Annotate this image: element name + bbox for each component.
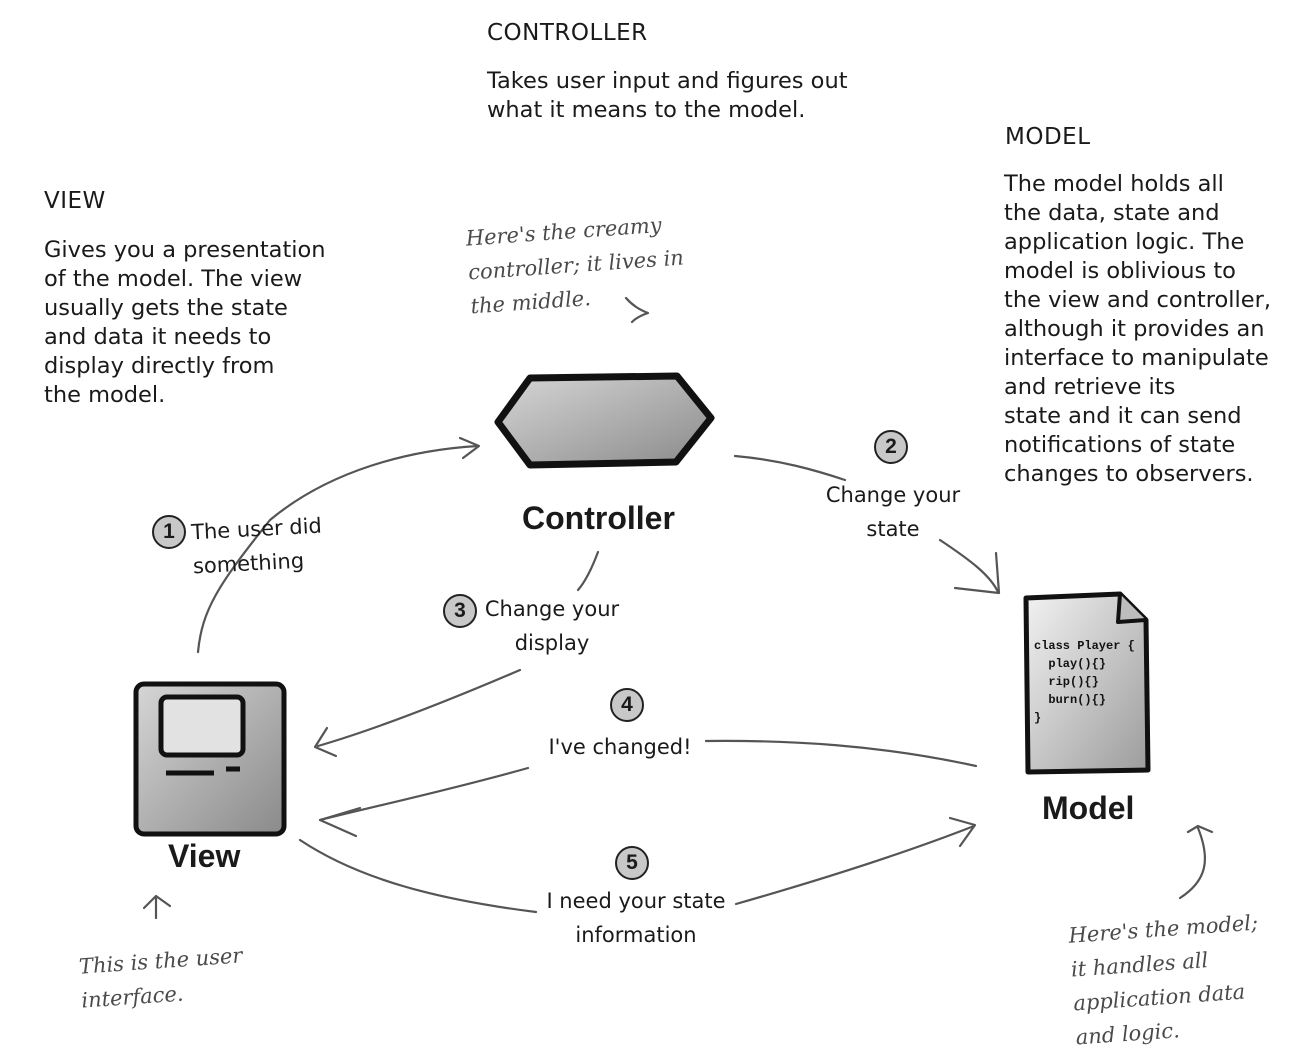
note-arrow-view — [142, 894, 172, 920]
step-5-label: I need your state information — [546, 889, 726, 947]
step-2-label: Change your state — [825, 483, 961, 541]
controller-label: Controller — [522, 500, 675, 536]
controller-shape — [494, 372, 715, 469]
controller-description: Takes user input and figures out what it… — [487, 68, 848, 123]
controller-heading: CONTROLLER — [487, 20, 648, 46]
model-note: Here's the model; it handles all applica… — [1067, 910, 1259, 1050]
model-heading: MODEL — [1005, 124, 1091, 150]
step-4-badge: 4 — [610, 688, 644, 722]
note-arrow-controller — [624, 296, 650, 324]
view-note: This is the user interface. — [78, 943, 244, 1013]
arrow-change-state — [733, 454, 847, 482]
note-arrow-model — [1178, 824, 1214, 900]
controller-note: Here's the creamy controller; it lives i… — [465, 212, 685, 319]
model-code: class Player { play(){} rip(){} burn(){}… — [1034, 639, 1135, 725]
view-description: Gives you a presentation of the model. T… — [44, 237, 326, 408]
step-2-badge: 2 — [874, 430, 908, 464]
arrow-ive-changed — [704, 739, 978, 768]
step-4-label: I've changed! — [548, 735, 692, 759]
model-description: The model holds all the data, state and … — [1004, 171, 1272, 487]
view-heading: VIEW — [44, 188, 106, 214]
step-3-badge: 3 — [443, 594, 477, 628]
model-label: Model — [1042, 790, 1135, 826]
step-1-label: The user did something — [190, 513, 323, 579]
view-label: View — [168, 838, 241, 874]
step-1-badge: 1 — [152, 515, 186, 549]
step-3-label: Change your display — [484, 597, 620, 655]
arrow-change-display — [576, 550, 600, 592]
arrow-user-did-something — [196, 444, 480, 654]
model-document-icon — [1023, 591, 1151, 775]
view-computer-icon — [133, 681, 287, 837]
step-5-badge: 5 — [615, 846, 649, 880]
arrow-need-state — [298, 838, 538, 914]
